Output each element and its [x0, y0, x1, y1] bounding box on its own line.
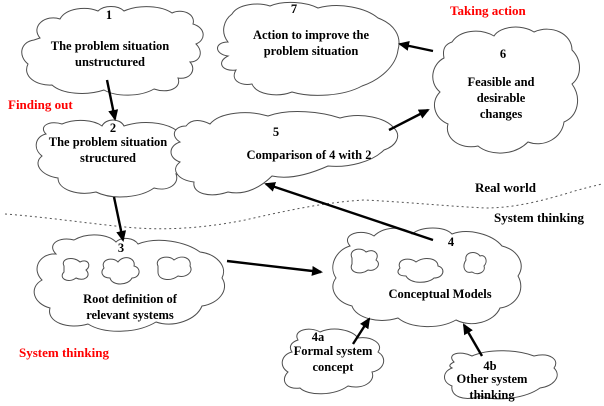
arrow-6-to-7: [398, 40, 434, 53]
node-1-number: 1: [105, 8, 113, 22]
blob-4-inner-system-1: [350, 248, 379, 274]
system-thinking-left-label: System thinking: [19, 345, 109, 360]
arrow-3-to-4: [226, 259, 323, 276]
finding-out-label: Finding out: [8, 97, 73, 112]
node-4-number: 4: [447, 235, 455, 249]
blob-6: [432, 26, 580, 154]
blob-4a: [281, 328, 385, 395]
arrow-4a-to-4: [351, 317, 371, 345]
real-world-label: Real world: [475, 180, 537, 195]
arrow-1-to-2: [105, 79, 119, 121]
blob-5: [170, 111, 399, 196]
taking-action-label: Taking action: [450, 3, 526, 18]
node-5-caption: Comparison of 4 with 2: [246, 148, 372, 162]
blob-7: [217, 1, 400, 96]
node-7-caption: Action to improve the problem situation: [252, 28, 370, 58]
arrow-4-to-5: [264, 182, 434, 242]
node-4a-caption: Formal system concept: [293, 344, 373, 374]
node-2-number: 2: [109, 121, 117, 135]
node-2-caption: The problem situation structured: [48, 135, 168, 165]
node-4-caption: Conceptual Models: [388, 287, 492, 301]
node-1-caption: The problem situation unstructured: [50, 39, 170, 69]
blob-4-inner-system-2: [397, 258, 444, 283]
node-4a-number: 4a: [311, 330, 325, 344]
node-4b-number: 4b: [483, 359, 497, 373]
blob-3-inner-system-1: [61, 258, 90, 281]
blob-3-inner-system-3: [156, 256, 192, 280]
arrow-2-to-3: [112, 196, 127, 242]
node-7-number: 7: [290, 2, 298, 16]
blob-4b: [444, 350, 558, 400]
node-4b-caption: Other system thinking: [456, 372, 528, 402]
blob-1: [21, 6, 204, 96]
node-3-number: 3: [117, 241, 125, 255]
node-5-number: 5: [272, 125, 280, 139]
arrow-4b-to-4: [462, 323, 484, 357]
arrow-5-to-6: [388, 108, 430, 132]
node-6-number: 6: [499, 47, 507, 61]
blob-3-inner-system-2: [101, 257, 140, 285]
real-world-boundary-line: [4, 183, 603, 230]
system-thinking-right-label: System thinking: [494, 210, 584, 225]
node-3-caption: Root definition of relevant systems: [83, 292, 177, 322]
blob-4-inner-system-3: [463, 252, 487, 275]
node-6-caption: Feasible and desirable changes: [467, 75, 535, 121]
